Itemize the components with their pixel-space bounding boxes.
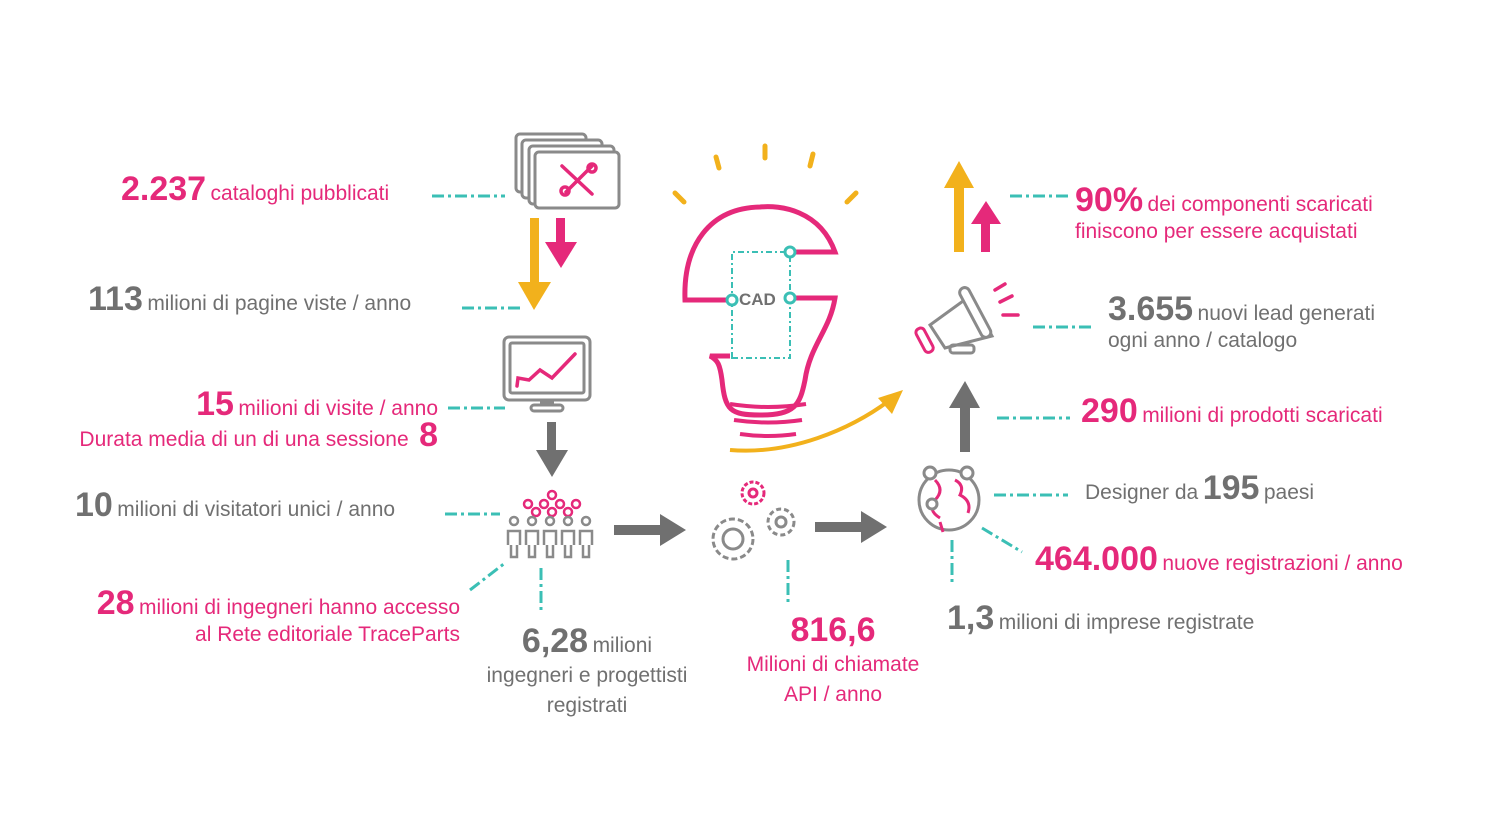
- stat-value: 6,28: [521, 622, 589, 660]
- stat-value: 290: [1081, 392, 1138, 430]
- gears-icon: [711, 480, 796, 561]
- stat-label: nuove registrazioni / anno: [1162, 552, 1403, 575]
- stat-api-line2: Milioni di chiamate: [746, 653, 920, 676]
- gray-down-arrow: [536, 422, 568, 477]
- stat-catalogs: 2.237 cataloghi pubblicati: [121, 172, 389, 206]
- stat-value: 28: [96, 584, 135, 622]
- stat-label: dei componenti scaricati: [1147, 193, 1373, 216]
- stat-purchase-line2: finiscono per essere acquistati: [1075, 220, 1358, 243]
- connector-lines: [432, 194, 1095, 612]
- down-arrows-icon: [518, 218, 577, 310]
- stat-label: cataloghi pubblicati: [210, 182, 390, 205]
- stat-label: milioni di imprese registrate: [998, 611, 1255, 634]
- monitor-chart-icon: [502, 335, 592, 413]
- stat-value: 2.237: [121, 170, 207, 208]
- stat-registrations: 464.000 nuove registrazioni / anno: [1035, 542, 1403, 576]
- right-arrow-icon: [614, 514, 686, 546]
- stat-purchase: 90% dei componenti scaricati: [1075, 183, 1373, 217]
- stat-value: 464.000: [1035, 540, 1158, 578]
- stat-label: milioni: [592, 634, 653, 657]
- stat-registered-line3: registrati: [546, 694, 628, 717]
- stat-label: nuovi lead generati: [1197, 302, 1376, 325]
- stat-label: milioni di visite / anno: [238, 397, 438, 420]
- stat-leads: 3.655 nuovi lead generati: [1108, 292, 1375, 326]
- gray-up-arrow: [949, 381, 980, 452]
- stat-downloads: 290 milioni di prodotti scaricati: [1081, 394, 1383, 428]
- stat-value: 90%: [1075, 181, 1144, 219]
- people-group-icon: [506, 489, 594, 559]
- stat-api-line3: API / anno: [783, 683, 883, 706]
- stat-session: Durata media di un di una sessione 8: [79, 418, 438, 452]
- stat-visits: 15 milioni di visite / anno: [196, 387, 438, 421]
- catalog-folders-icon: [514, 132, 621, 210]
- stat-value: 113: [88, 280, 143, 318]
- stat-label: milioni di ingegneri hanno accesso: [138, 596, 460, 619]
- stat-value: 10: [75, 486, 113, 524]
- stat-leads-line2: ogni anno / catalogo: [1108, 329, 1298, 352]
- globe-icon: [917, 465, 981, 533]
- stat-label: paesi: [1263, 481, 1315, 504]
- right-arrow-icon: [815, 511, 887, 543]
- stat-registered-line2: ingegneri e progettisti: [486, 664, 688, 687]
- stat-value: 195: [1202, 469, 1260, 507]
- stat-value: 1,3: [947, 599, 995, 637]
- stat-engineers: 28 milioni di ingegneri hanno accesso: [97, 586, 460, 620]
- stat-label: milioni di visitatori unici / anno: [117, 498, 396, 521]
- stat-api-value: 816,6: [790, 611, 876, 649]
- stat-label: Designer da: [1085, 481, 1199, 504]
- up-arrows-icon: [944, 161, 1001, 252]
- stat-countries: Designer da 195 paesi: [1085, 471, 1314, 505]
- stat-label: Durata media di un di una sessione: [79, 428, 409, 451]
- stat-value: 3.655: [1108, 290, 1194, 328]
- stat-value: 15: [196, 385, 234, 423]
- lightbulb-cad-icon: [672, 143, 903, 453]
- stat-label: milioni di prodotti scaricati: [1142, 404, 1383, 427]
- megaphone-icon: [914, 282, 1020, 355]
- stat-value: 8: [419, 416, 438, 454]
- bulb-cad-label: CAD: [739, 290, 776, 309]
- stat-pageviews: 113 milioni di pagine viste / anno: [88, 282, 411, 316]
- stat-visitors: 10 milioni di visitatori unici / anno: [75, 488, 395, 522]
- stat-engineers-line2: al Rete editoriale TraceParts: [195, 623, 460, 646]
- stat-registered: 6,28 milioni: [487, 624, 687, 658]
- stat-companies: 1,3 milioni di imprese registrate: [947, 601, 1254, 635]
- stat-label: milioni di pagine viste / anno: [147, 292, 412, 315]
